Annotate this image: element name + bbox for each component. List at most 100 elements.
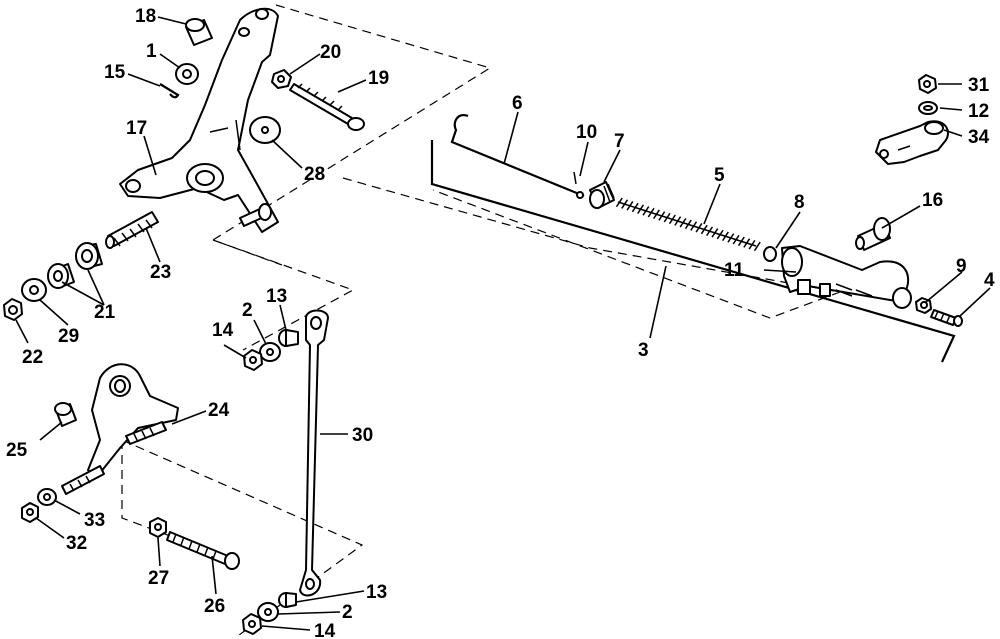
nut-20 (271, 69, 292, 89)
spring-coil (653, 209, 660, 220)
spring-coil (700, 224, 708, 235)
wire-6 (450, 114, 585, 198)
callout-22: 22 (22, 347, 43, 368)
callout-32: 32 (66, 533, 87, 554)
spacer-21-a (75, 242, 103, 270)
spring-coil (711, 228, 719, 238)
screw-19 (289, 83, 365, 131)
spring-coil (722, 231, 729, 242)
callout-5: 5 (714, 165, 725, 186)
callout-1: 1 (146, 41, 157, 62)
bushing-25 (54, 402, 77, 427)
callout-18: 18 (135, 6, 156, 27)
pin-16 (855, 217, 891, 251)
screw-4 (930, 309, 963, 327)
spring-5 (615, 197, 761, 252)
spring-coil (626, 201, 634, 211)
cotter-pin-10 (573, 171, 584, 199)
callout-25: 25 (6, 440, 28, 461)
callout-6: 6 (512, 93, 523, 114)
spring-coil (695, 223, 703, 233)
callout-20: 20 (320, 42, 341, 63)
spring-coil (748, 239, 756, 250)
throttle-arm (119, 7, 279, 233)
callout-31: 31 (968, 75, 990, 96)
callout-7: 7 (614, 131, 625, 152)
spring-coil (743, 238, 751, 248)
spring-coil (727, 233, 735, 243)
spring-coil (663, 212, 671, 223)
spring-coil (668, 214, 676, 225)
cam-lever-34 (875, 120, 949, 165)
shaft-bracket-3 (430, 140, 956, 363)
nut-31 (918, 74, 937, 94)
callout-15: 15 (104, 62, 126, 83)
washer-12 (918, 101, 938, 115)
callout-16: 16 (922, 190, 943, 211)
callout-14-lower: 14 (314, 621, 336, 639)
spring-coil (674, 216, 682, 226)
bushing-13-lower (278, 592, 297, 608)
lower-arm (87, 363, 179, 479)
washer-29 (21, 278, 47, 302)
spring-coil (753, 241, 761, 252)
callout-33: 33 (84, 510, 105, 531)
callout-19: 19 (368, 68, 389, 89)
callout-8: 8 (794, 192, 805, 213)
spring-coil (716, 229, 724, 240)
washer-2-lower (257, 602, 279, 622)
bushing-13-upper (278, 329, 299, 347)
spring-coil (706, 226, 714, 236)
nut-27 (149, 517, 167, 538)
spring-coil (621, 199, 629, 209)
callout-2-upper: 2 (242, 300, 253, 321)
callout-13-upper: 13 (266, 286, 287, 307)
callout-14-upper: 14 (212, 320, 234, 341)
callout-10: 10 (576, 122, 597, 143)
callout-3: 3 (638, 340, 649, 361)
link-rod-30 (299, 309, 329, 597)
callout-21: 21 (94, 302, 116, 323)
leader-lines (15, 16, 991, 631)
washer-2-upper (259, 342, 281, 362)
arm-pin (239, 203, 272, 227)
spring-coil (631, 202, 639, 213)
callout-9: 9 (956, 256, 967, 277)
bushing-18 (185, 18, 213, 46)
fitting-7 (589, 181, 615, 209)
nut-22 (3, 298, 23, 321)
spring-coil (684, 219, 692, 230)
spring-coil (647, 207, 655, 218)
callout-27: 27 (148, 568, 169, 589)
clip-15 (159, 83, 180, 99)
spring-coil (737, 236, 745, 247)
washer-1 (175, 63, 199, 85)
washer-33 (37, 488, 57, 506)
callout-24: 24 (208, 400, 230, 421)
stud-lower (61, 465, 105, 495)
spring-coil (732, 234, 740, 245)
spring-coil (615, 197, 623, 208)
callout-28: 28 (304, 164, 325, 185)
spacer-21-b (47, 263, 75, 289)
callout-29: 29 (58, 326, 79, 347)
callout-4: 4 (984, 270, 995, 291)
screw-24 (125, 421, 167, 445)
callout-17: 17 (126, 118, 147, 139)
washer-28 (249, 116, 281, 144)
callout-2-lower: 2 (342, 602, 353, 623)
callout-12: 12 (968, 101, 989, 122)
nut-14-lower (242, 613, 262, 635)
assembly-outline-link (212, 239, 355, 351)
spring-coil (637, 204, 645, 214)
spring-coil (690, 221, 698, 231)
housing-11 (781, 245, 912, 309)
spring-coil (679, 217, 687, 228)
callout-30: 30 (352, 425, 373, 446)
callout-13-lower: 13 (366, 582, 387, 603)
bushing-8 (763, 246, 777, 262)
callout-11: 11 (724, 260, 745, 281)
spring-coil (658, 211, 666, 221)
screw-26 (166, 531, 240, 570)
